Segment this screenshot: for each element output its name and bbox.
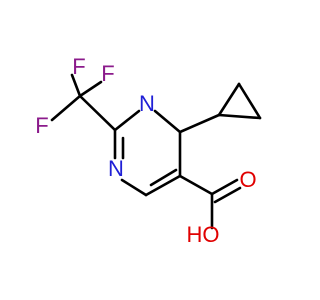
bond-c4-c5 (144, 174, 182, 197)
fluorine-label-top-right: F (101, 61, 114, 86)
bond-c5-carboxyl (178, 174, 214, 196)
hydroxyl-label: HO (187, 222, 220, 247)
bond-n1-c6 (153, 109, 182, 134)
bond-c6-cyclopropyl (178, 113, 221, 134)
fluorine-label-top-left: F (72, 54, 85, 79)
structure-canvas: F F F N N O HO (35, 53, 262, 247)
bond-carboxyl-oxygen-inner (213, 186, 242, 204)
bond-cf3-f3 (50, 94, 82, 122)
oxygen-label-carbonyl: O (239, 167, 256, 192)
bond-cyclopropyl-c (217, 113, 262, 120)
bond-layer (50, 73, 262, 230)
bond-cf3-f1 (70, 73, 82, 98)
bond-cyclopropyl-b (237, 82, 262, 120)
atom-label-layer: F F F N N O HO (35, 54, 256, 247)
bond-carboxyl-oxygen-outer (210, 178, 239, 196)
nitrogen-label-lower-left: N (108, 156, 124, 181)
chemical-structure: F F F N N O HO (35, 54, 262, 247)
nitrogen-label-top: N (139, 91, 155, 116)
bond-n3-c4 (120, 178, 148, 197)
bond-cf3-c2 (78, 94, 117, 132)
bond-cf3-f2 (78, 80, 103, 98)
bond-c2-n1 (113, 109, 141, 132)
bond-c4-c5-inner (149, 168, 178, 187)
bond-cyclopropyl-a (217, 82, 241, 117)
fluorine-label-left: F (35, 113, 48, 138)
